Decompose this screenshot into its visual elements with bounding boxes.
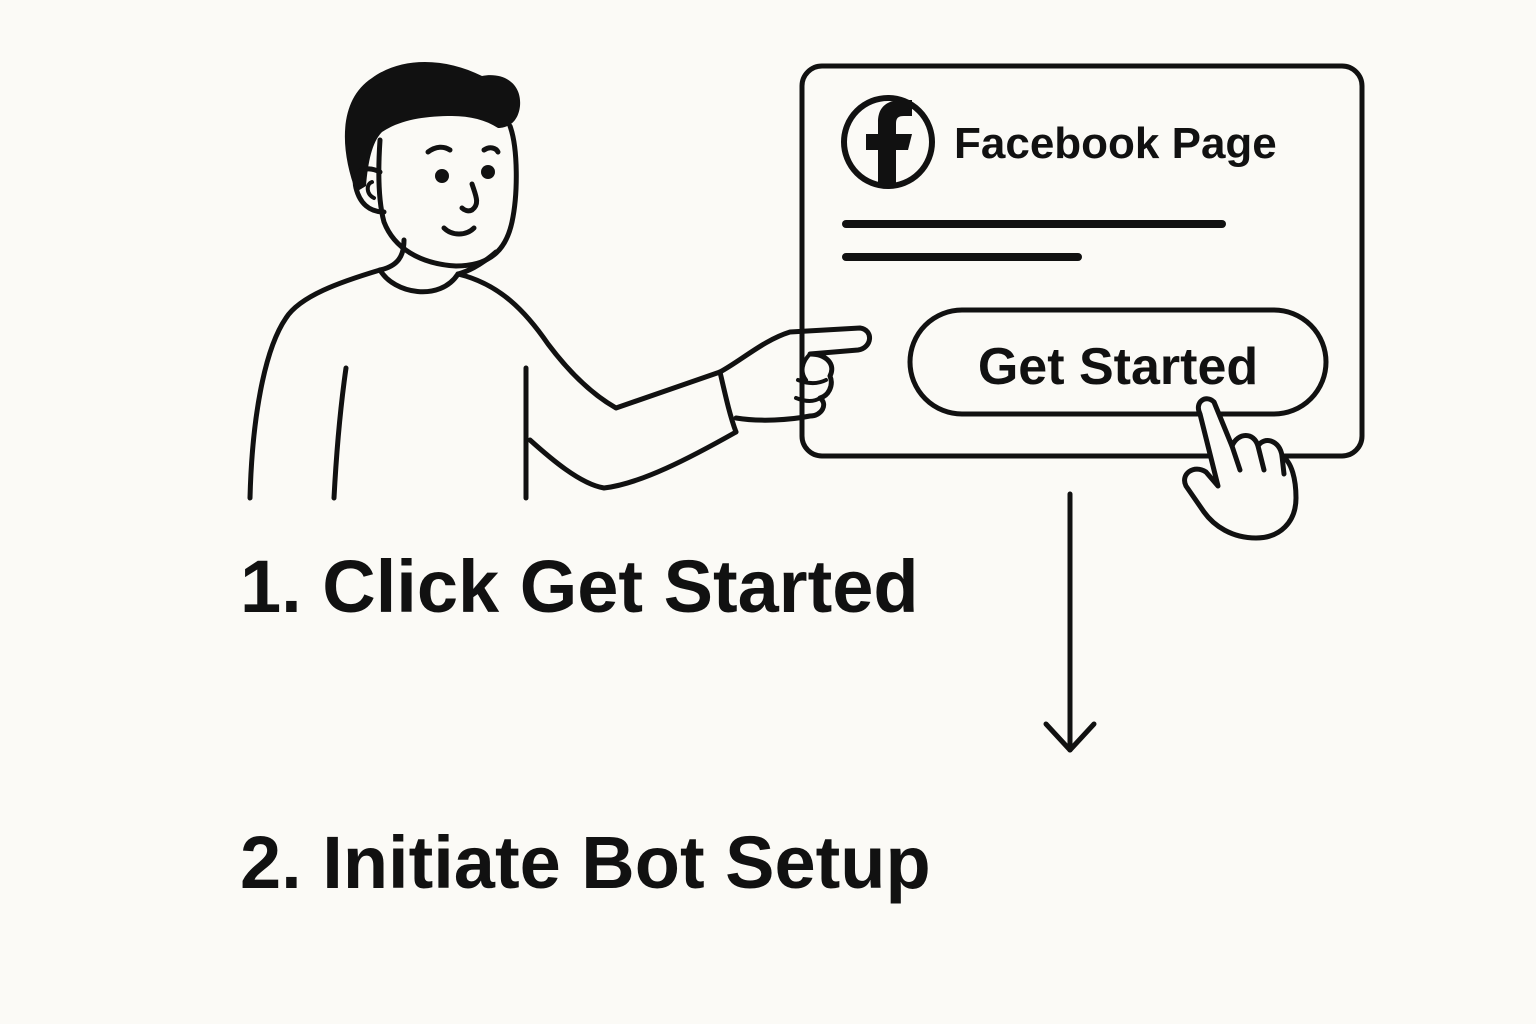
person-illustration (247, 62, 872, 501)
facebook-icon (841, 95, 935, 189)
person-collar (377, 267, 461, 295)
person-hair (344, 62, 521, 192)
person-cuff (717, 369, 739, 435)
person-left-eye (435, 169, 449, 183)
person-hand (717, 325, 872, 423)
card-border (799, 63, 1365, 459)
get-started-button[interactable]: Get Started (907, 307, 1329, 417)
card-title: Facebook Page (954, 119, 1277, 168)
person-smile (441, 225, 477, 237)
person-right-brow (481, 145, 501, 155)
person-left-brow (425, 144, 453, 155)
down-arrow-icon (1043, 491, 1097, 753)
person-shoulder (247, 267, 383, 501)
person-right-eye (481, 165, 495, 179)
person-neck (377, 237, 407, 273)
get-started-button-label: Get Started (978, 338, 1258, 396)
person-nose (459, 181, 480, 214)
hand-pointer-icon (1182, 396, 1299, 541)
facebook-page-card: Facebook Page Get Started (799, 63, 1365, 459)
person-body-line (331, 365, 349, 501)
person-arm-bottom (527, 429, 739, 491)
step-1-label: 1. Click Get Started (240, 545, 919, 628)
person-face (376, 123, 519, 269)
step-2-label: 2. Initiate Bot Setup (240, 821, 931, 904)
person-ear (352, 166, 387, 215)
person-arm-top (455, 271, 723, 411)
person-ear-inner (365, 180, 376, 200)
